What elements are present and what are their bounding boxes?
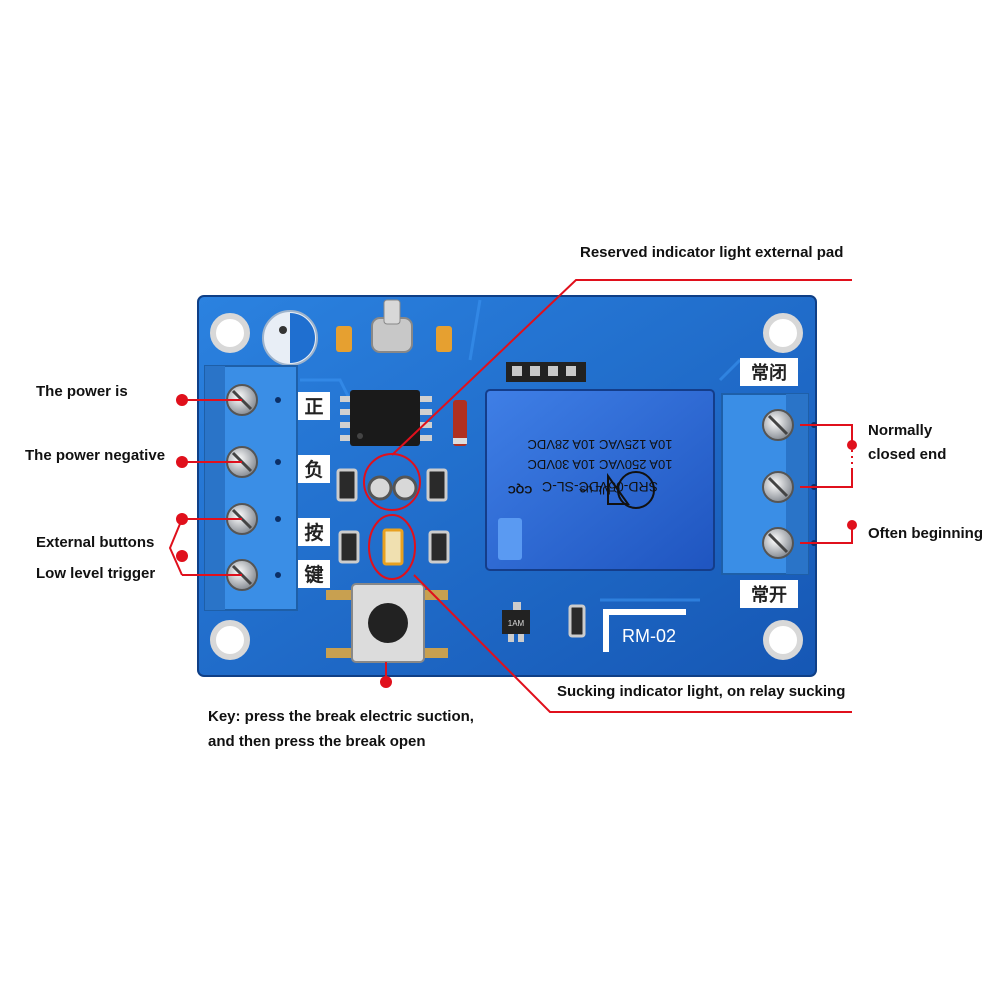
smd-resistors (336, 468, 450, 564)
ic-pin (420, 422, 432, 428)
silk-fu: 负 (304, 458, 323, 481)
ic-pin (340, 396, 352, 402)
label-normally-closed-2: closed end (868, 446, 947, 463)
board-model: RM-02 (622, 626, 676, 646)
silk-normally-open: 常开 (751, 584, 787, 606)
silk-an: 按 (304, 521, 323, 544)
silk-normally-closed: 常闭 (751, 362, 787, 384)
callouts (168, 279, 853, 713)
ic-pin (340, 422, 352, 428)
right-terminal-screw-3 (762, 527, 817, 559)
label-reserved-pad: Reserved indicator light external pad (580, 244, 844, 261)
rm02-silk-frame (603, 609, 686, 652)
relay (485, 389, 715, 571)
left-terminal-block (204, 365, 298, 611)
label-sucking-indicator: Sucking indicator light, on relay suckin… (557, 683, 846, 700)
label-power-positive: The power is (36, 383, 128, 400)
label-normally-closed-1: Normally (868, 422, 933, 439)
transistor (502, 602, 586, 642)
relay-ul-mark: c UL us (580, 483, 620, 497)
label-external-buttons: External buttons (36, 534, 155, 551)
label-key-line2: and then press the break open (208, 733, 426, 750)
ic-pin (420, 396, 432, 402)
top-component (336, 299, 452, 353)
ic-pin (420, 435, 432, 441)
callout-dots (176, 394, 857, 688)
silk-jian: 键 (303, 563, 323, 586)
silk-labels (298, 358, 798, 608)
diode (453, 400, 467, 446)
header-pins (506, 362, 586, 382)
ic-pin (340, 409, 352, 415)
relay-cqc-mark: CQC (508, 483, 533, 495)
ic-pin (340, 435, 352, 441)
push-button (326, 583, 448, 663)
label-low-level-trigger: Low level trigger (36, 565, 156, 582)
ic-chip (340, 390, 432, 446)
ic-pin (420, 409, 432, 415)
transistor-mark: 1AM (508, 619, 525, 628)
label-power-negative: The power negative (25, 447, 166, 464)
relay-rating-1: 10A 250VAC 10A 30VDC (527, 457, 672, 472)
label-key-line1: Key: press the break electric suction, (208, 708, 474, 725)
sucking-led (368, 514, 416, 580)
silk-zheng: 正 (304, 396, 323, 418)
relay-rating-2: 10A 125VAC 10A 28VDC (527, 437, 672, 452)
label-normally-open: Often beginning (868, 525, 983, 542)
right-terminal-screw-2 (762, 471, 817, 503)
right-terminal-block (721, 393, 817, 575)
relay-model: SRD-05VDC-SL-C (542, 479, 658, 495)
